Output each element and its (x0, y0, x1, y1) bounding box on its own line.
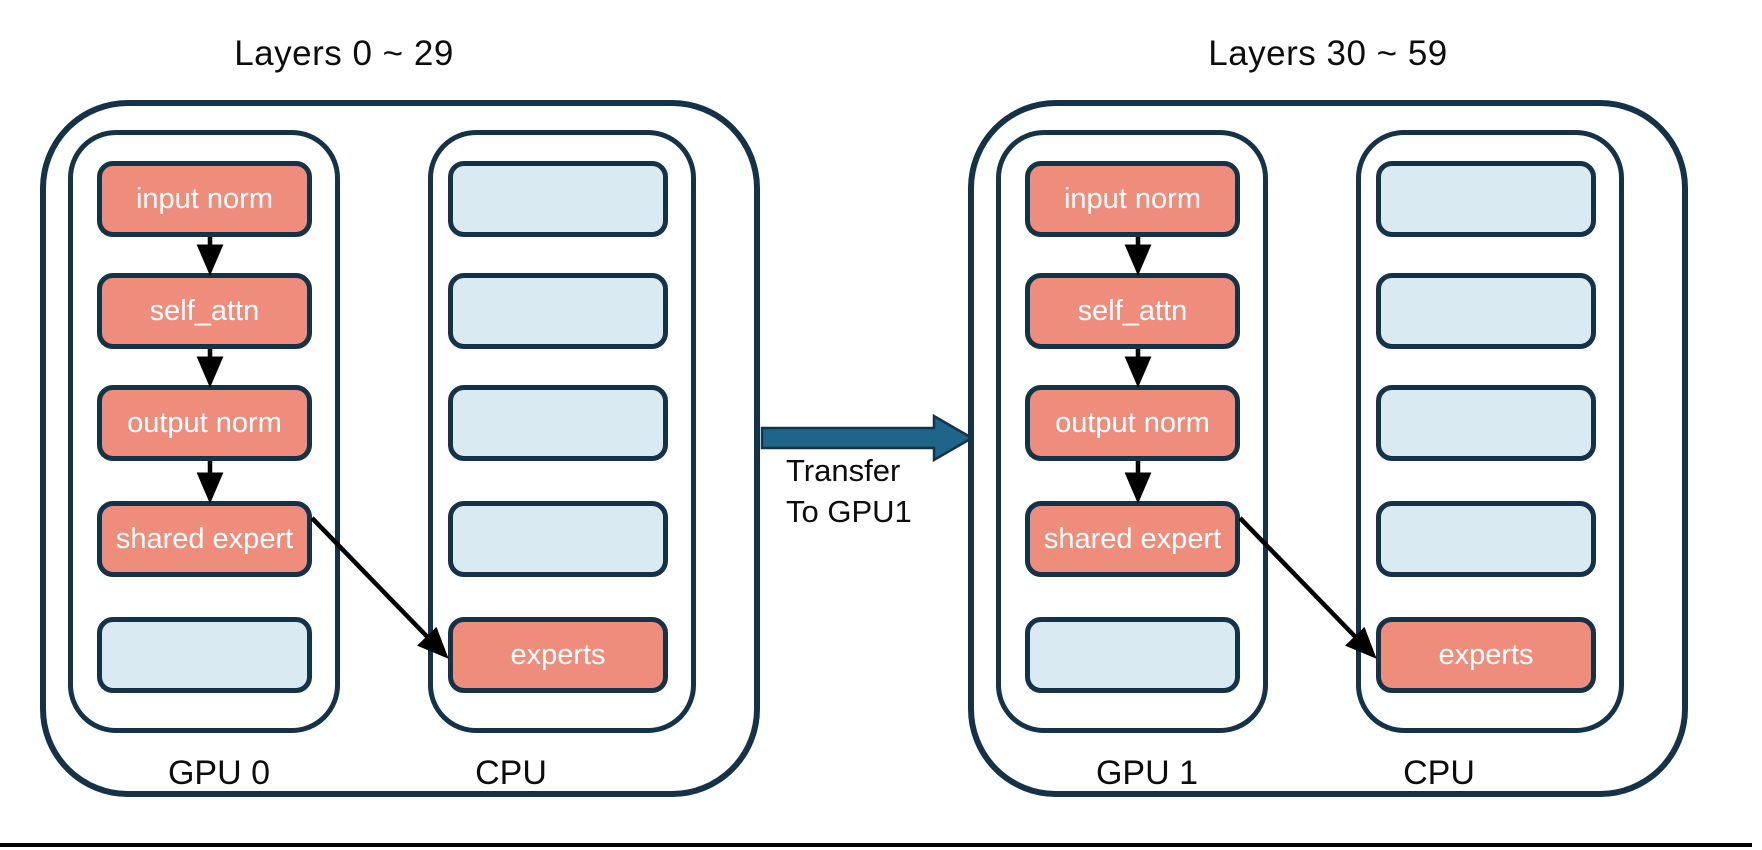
gpu-box-input-norm: input norm (97, 161, 312, 237)
gpu-box-empty (97, 617, 312, 693)
cpu-box-empty-1 (1376, 161, 1596, 237)
cpu-box-experts: experts (1376, 617, 1596, 693)
gpu-box-empty (1025, 617, 1240, 693)
layers-title-left: Layers 0 ~ 29 (234, 34, 454, 73)
gpu1-label: GPU 1 (1095, 754, 1199, 792)
cpu-box-empty-2 (448, 273, 668, 349)
transfer-label-line2: To GPU1 (786, 494, 912, 529)
gpu-box-output-norm: output norm (97, 385, 312, 461)
cpu-label-right: CPU (1403, 754, 1475, 792)
gpu0-label: GPU 0 (167, 754, 271, 792)
cpu-label-left: CPU (475, 754, 547, 792)
cpu-column-left: experts (428, 130, 696, 733)
gpu0-column: input norm self_attn output norm shared … (68, 130, 340, 733)
gpu1-column: input norm self_attn output norm shared … (996, 130, 1268, 733)
transfer-arrow-shape (760, 413, 975, 463)
cpu-box-experts: experts (448, 617, 668, 693)
cpu-box-empty-3 (1376, 385, 1596, 461)
layer-group-0-container: input norm self_attn output norm shared … (40, 100, 760, 797)
gpu-box-output-norm: output norm (1025, 385, 1240, 461)
gpu-box-input-norm: input norm (1025, 161, 1240, 237)
cpu-box-empty-4 (448, 501, 668, 577)
gpu-box-self-attn: self_attn (1025, 273, 1240, 349)
transfer-label: Transfer To GPU1 (786, 450, 912, 532)
cpu-box-empty-2 (1376, 273, 1596, 349)
cpu-column-right: experts (1356, 130, 1624, 733)
cpu-box-empty-1 (448, 161, 668, 237)
bottom-border-line (0, 843, 1752, 847)
gpu-box-shared-expert: shared expert (1025, 501, 1240, 577)
cpu-box-empty-4 (1376, 501, 1596, 577)
gpu-box-shared-expert: shared expert (97, 501, 312, 577)
transfer-arrow (760, 413, 975, 463)
layer-group-1-container: input norm self_attn output norm shared … (968, 100, 1688, 797)
gpu-box-self-attn: self_attn (97, 273, 312, 349)
transfer-label-line1: Transfer (786, 453, 901, 488)
cpu-box-empty-3 (448, 385, 668, 461)
layers-title-right: Layers 30 ~ 59 (1208, 34, 1448, 73)
